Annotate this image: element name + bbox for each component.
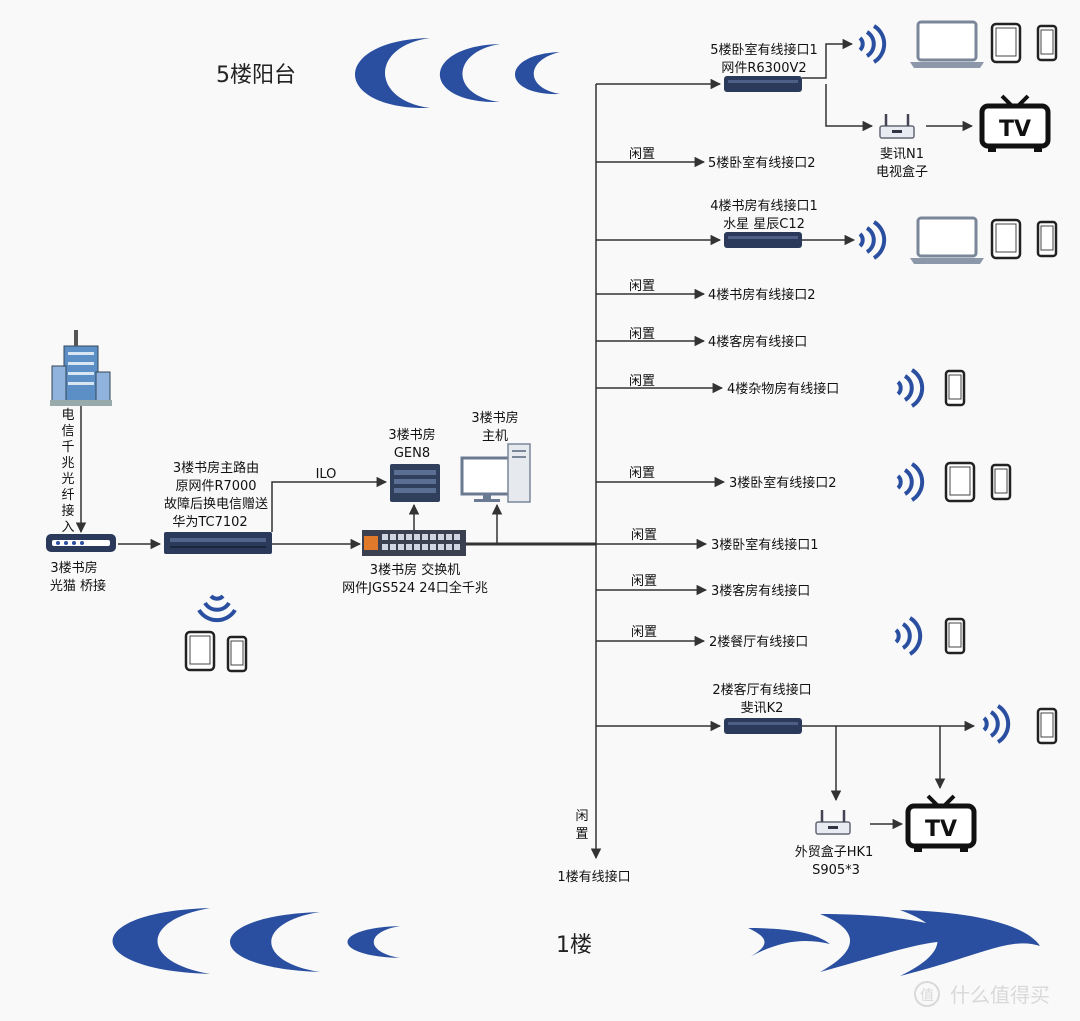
idle-label-vertical-2: 置 — [575, 827, 588, 842]
switch-label-2: 网件JGS524 24口全千兆 — [342, 580, 488, 596]
port-1f-label: 1楼有线接口 — [557, 869, 630, 885]
port-3f-bed1-label: 3楼卧室有线接口1 — [711, 537, 819, 553]
modem-label-2: 光猫 桥接 — [50, 578, 106, 594]
isp-label: 电 信 千 兆 光 纤 接 入 — [61, 408, 74, 535]
phone-icon — [1036, 24, 1058, 62]
svg-text:光: 光 — [61, 472, 74, 487]
svg-text:什么值得买: 什么值得买 — [950, 983, 1050, 1007]
bottom-crescents-left — [112, 908, 400, 974]
port-4f-1-device: 水星 星辰C12 — [723, 217, 805, 232]
pc-label-1: 3楼书房 — [471, 410, 518, 426]
tvbox-hk1-label-1: 外贸盒子HK1 — [795, 844, 874, 860]
server-label-1: 3楼书房 — [388, 427, 435, 443]
tvbox-n1-icon — [878, 112, 916, 140]
floor-label-bottom: 1楼 — [556, 933, 592, 958]
phone-icon — [990, 463, 1012, 501]
svg-text:华为TC7102: 华为TC7102 — [172, 515, 247, 530]
svg-text:值: 值 — [920, 988, 934, 1004]
floor-label-top: 5楼阳台 — [216, 63, 296, 88]
tvbox-hk1-label-2: S905*3 — [812, 863, 860, 878]
idle-label: 闲置 — [631, 528, 657, 543]
tablet-icon — [184, 630, 216, 672]
svg-text:接: 接 — [61, 503, 74, 519]
router-k2-icon — [724, 718, 802, 734]
tablet-icon — [990, 22, 1022, 64]
idle-label: 闲置 — [629, 147, 655, 162]
wifi-icon — [894, 616, 923, 656]
top-crescents — [355, 38, 560, 109]
bottom-crescents-right — [748, 910, 1040, 976]
port-3f-guest-label: 3楼客房有线接口 — [711, 583, 810, 599]
phone-icon — [226, 635, 248, 673]
router-c12-icon — [724, 232, 802, 248]
laptop-icon — [908, 20, 986, 70]
laptop-icon — [908, 216, 986, 266]
port-3f-bed2-label: 3楼卧室有线接口2 — [729, 475, 837, 491]
tvbox-n1-label-2: 电视盒子 — [876, 164, 928, 180]
wifi-icon — [896, 462, 925, 502]
svg-text:千: 千 — [61, 440, 74, 455]
port-5f-1-device: 网件R6300V2 — [721, 61, 806, 76]
port-4f-guest-label: 4楼客房有线接口 — [708, 334, 807, 350]
idle-label: 闲置 — [629, 327, 655, 342]
switch-label-1: 3楼书房 交换机 — [370, 562, 460, 578]
modem-label-1: 3楼书房 — [50, 560, 97, 576]
idle-label: 闲置 — [631, 625, 657, 640]
svg-text:纤: 纤 — [61, 488, 74, 503]
idle-label: 闲置 — [629, 279, 655, 294]
port-4f-storage-label: 4楼杂物房有线接口 — [727, 381, 839, 397]
building-icon — [50, 330, 112, 406]
pc-label-2: 主机 — [482, 429, 508, 444]
modem-icon — [46, 534, 116, 552]
tv-icon: TV — [908, 796, 974, 852]
phone-icon — [944, 369, 966, 407]
svg-text:TV: TV — [925, 817, 957, 842]
phone-icon — [944, 617, 966, 655]
port-5f-1-label: 5楼卧室有线接口1 — [710, 42, 818, 58]
port-5f-2-label: 5楼卧室有线接口2 — [708, 155, 816, 171]
svg-text:入: 入 — [61, 520, 74, 535]
server-label-2: GEN8 — [394, 446, 430, 461]
wifi-icon — [197, 594, 237, 623]
svg-text:信: 信 — [61, 424, 74, 439]
phone-icon — [1036, 220, 1058, 258]
wifi-icon — [982, 704, 1011, 744]
wifi-icon — [858, 24, 887, 64]
watermark: 值 什么值得买 — [914, 981, 1050, 1007]
idle-label: 闲置 — [629, 466, 655, 481]
tablet-icon — [944, 461, 976, 503]
svg-text:兆: 兆 — [61, 456, 74, 471]
port-2f-living-device: 斐讯K2 — [741, 701, 784, 716]
main-router-icon — [164, 532, 272, 554]
idle-label-vertical-1: 闲 — [575, 809, 588, 824]
svg-text:3楼书房主路由: 3楼书房主路由 — [173, 460, 259, 476]
wifi-icon — [858, 220, 887, 260]
port-4f-1-label: 4楼书房有线接口1 — [710, 198, 818, 214]
tablet-icon — [990, 218, 1022, 260]
svg-text:原网件R7000: 原网件R7000 — [175, 479, 256, 494]
svg-text:故障后换电信赠送: 故障后换电信赠送 — [164, 497, 268, 512]
main-router-label: 3楼书房主路由 原网件R7000 故障后换电信赠送 华为TC7102 — [164, 460, 268, 530]
idle-label: 闲置 — [629, 374, 655, 389]
wifi-icon — [896, 368, 925, 408]
svg-text:TV: TV — [999, 117, 1031, 142]
phone-icon — [1036, 707, 1058, 745]
tvbox-n1-label-1: 斐讯N1 — [880, 147, 924, 162]
server-icon — [390, 464, 440, 502]
router-r6300-icon — [724, 76, 802, 92]
tvbox-hk1-icon — [814, 808, 852, 836]
ilo-label: ILO — [316, 467, 337, 482]
desktop-pc-icon — [460, 443, 531, 503]
svg-text:电: 电 — [61, 408, 74, 423]
port-2f-dining-label: 2楼餐厅有线接口 — [709, 634, 808, 650]
port-4f-2-label: 4楼书房有线接口2 — [708, 287, 816, 303]
idle-label: 闲置 — [631, 574, 657, 589]
switch-icon — [362, 530, 466, 556]
tv-icon: TV — [982, 96, 1048, 152]
port-2f-living-label: 2楼客厅有线接口 — [712, 682, 811, 698]
